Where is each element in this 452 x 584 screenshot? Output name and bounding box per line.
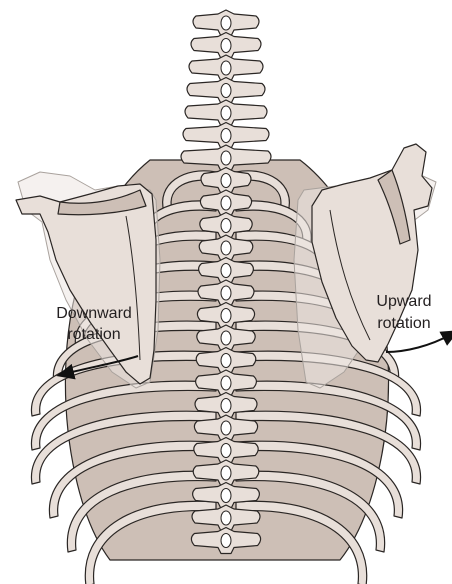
spinous-process	[221, 489, 231, 503]
spinous-process	[221, 174, 231, 188]
spinous-process	[221, 84, 231, 98]
spinous-process	[221, 511, 231, 525]
spinous-process	[221, 61, 231, 75]
spinous-process	[221, 39, 231, 53]
spinous-process	[221, 219, 231, 233]
upward-rotation-label-line1: Upward	[376, 293, 431, 310]
downward-rotation-label-line1: Downward	[56, 305, 132, 322]
spinous-process	[221, 16, 231, 30]
spinous-process	[221, 129, 231, 143]
spinous-process	[221, 331, 231, 345]
spinous-process	[221, 151, 231, 165]
spinous-process	[221, 241, 231, 255]
spinous-process	[221, 421, 231, 435]
upward-rotation-arrow-icon	[386, 334, 452, 352]
spinous-process	[221, 534, 231, 548]
spinous-process	[221, 196, 231, 210]
spinous-process	[221, 264, 231, 278]
upward-rotation-label-line2: rotation	[377, 315, 430, 332]
spinous-process	[221, 444, 231, 458]
downward-rotation-label-line2: rotation	[67, 326, 120, 343]
spinous-process	[221, 286, 231, 300]
spinous-process	[221, 354, 231, 368]
spinous-process	[221, 466, 231, 480]
spinous-process	[221, 399, 231, 413]
spinous-process	[221, 309, 231, 323]
spinous-process	[221, 376, 231, 390]
spinous-process	[221, 106, 231, 120]
